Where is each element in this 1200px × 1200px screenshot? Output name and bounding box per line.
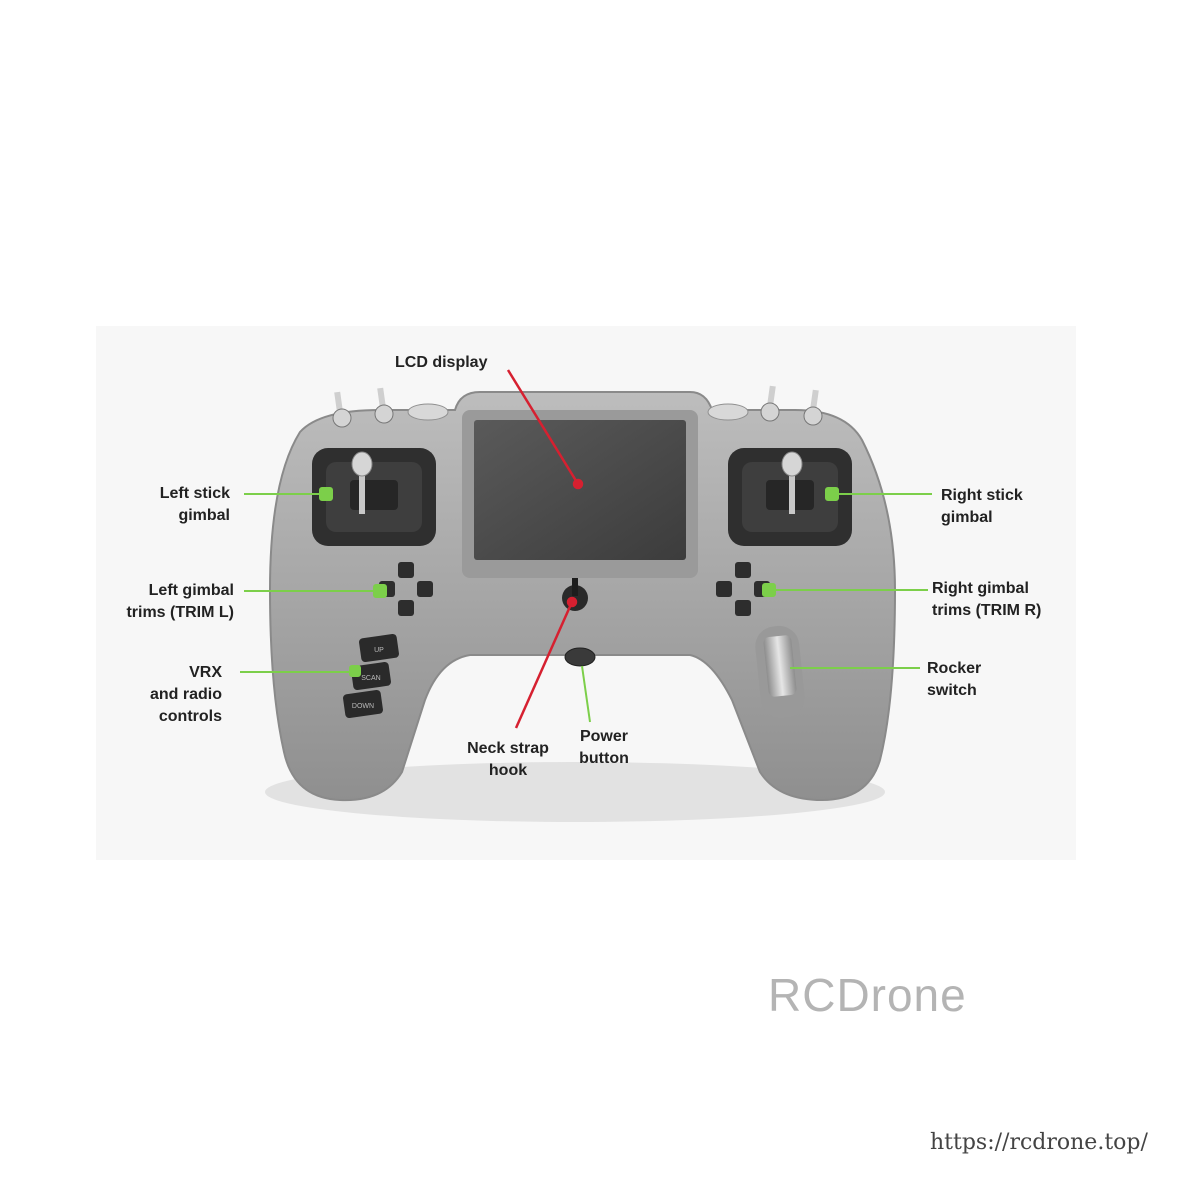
vrx-buttons — [343, 633, 399, 719]
vrx-button-label: SCAN — [361, 675, 380, 682]
left-toggle-switches — [332, 387, 394, 428]
label-power-button: Power button — [579, 728, 629, 767]
callout-lines-green — [240, 487, 932, 723]
left-top-hole — [407, 403, 449, 421]
rcdrone-watermark: RCDrone — [768, 969, 967, 1021]
lcd-screen — [474, 420, 686, 560]
callout-lines-red — [506, 369, 584, 729]
vrx-button-label: DOWN — [352, 703, 374, 710]
vrx-button-label: UP — [374, 647, 384, 654]
label-left-stick-gimbal: Left stick gimbal — [159, 485, 230, 524]
label-rocker-switch: Rocker switch — [927, 660, 982, 699]
label-neck-strap-hook: Neck strap hook — [467, 740, 549, 779]
right-trim-dpad — [716, 562, 770, 616]
label-right-stick-gimbal: Right stick gimbal — [941, 487, 1023, 526]
label-left-gimbal-trims: Left gimbal trims (TRIM L) — [126, 582, 234, 621]
right-toggle-switches — [760, 385, 823, 426]
power-button — [564, 647, 596, 667]
right-gimbal — [728, 448, 852, 546]
label-right-gimbal-trims: Right gimbal trims (TRIM R) — [932, 580, 1042, 619]
source-url: https://rcdrone.top/ — [930, 1130, 1148, 1155]
right-top-hole — [707, 403, 749, 421]
label-vrx-controls: VRX and radio controls — [149, 664, 222, 725]
rocker-switch — [755, 625, 805, 719]
left-gimbal — [312, 448, 436, 546]
controller-shadow — [265, 762, 885, 822]
label-lcd-display: LCD display — [395, 354, 488, 371]
